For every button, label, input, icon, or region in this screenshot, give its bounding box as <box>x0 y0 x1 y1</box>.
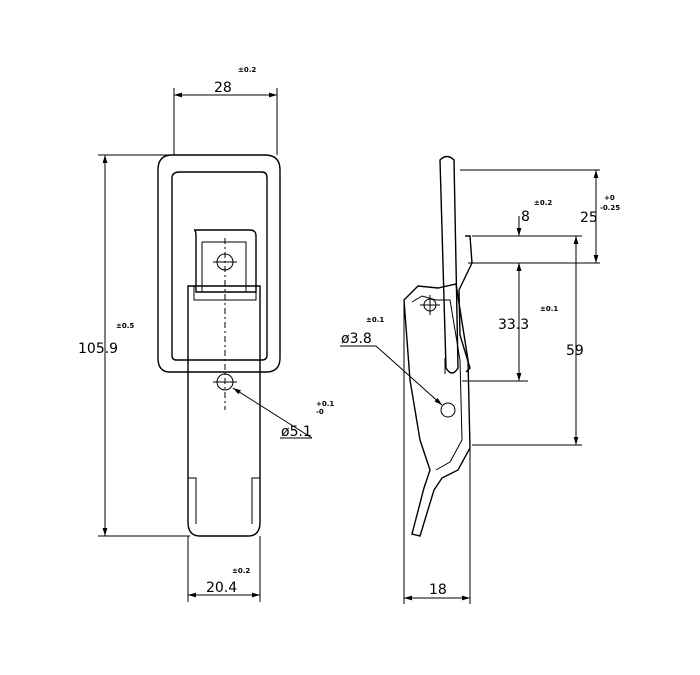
dim-top-width: 28 ±0.2 <box>173 66 278 155</box>
dim-top-offset-value: 25 <box>580 210 598 226</box>
dim-hole-front: ø5.1 +0.1 -0 <box>232 387 334 440</box>
dim-top-width-tol: ±0.2 <box>238 66 256 74</box>
dim-bottom-width: 20.4 ±0.2 <box>187 536 261 602</box>
dim-mid-span-value: 33.3 <box>498 317 529 333</box>
hook-plate-inner <box>201 241 247 292</box>
dim-side-width-value: 18 <box>429 582 447 598</box>
side-view <box>403 155 473 537</box>
dim-height-tol: ±0.5 <box>116 322 134 330</box>
dim-top-offset-tol-minus: -0.25 <box>600 204 620 212</box>
side-hole <box>440 402 456 418</box>
dim-hole-front-tol-plus: +0.1 <box>316 400 334 408</box>
bail-outer <box>157 154 281 373</box>
dim-height-value: 105.9 <box>78 341 118 357</box>
bail-inner <box>171 171 268 361</box>
dim-height: 105.9 ±0.5 <box>78 154 190 537</box>
side-hook <box>458 235 473 373</box>
dim-hole-front-value: ø5.1 <box>281 424 312 440</box>
dim-side-height: 59 <box>472 236 584 446</box>
dim-mid-span: 33.3 ±0.1 <box>462 263 558 382</box>
latch-lip <box>188 286 260 524</box>
dim-small-offset-value: 8 <box>521 209 530 225</box>
side-latch <box>403 283 471 537</box>
dim-top-offset-tol-plus: +0 <box>604 194 615 202</box>
dim-hole-side: ø3.8 ±0.1 <box>340 316 443 406</box>
front-view <box>157 154 281 537</box>
latch-body <box>187 285 261 537</box>
dim-side-height-value: 59 <box>566 343 584 359</box>
dim-hole-side-tol: ±0.1 <box>366 316 384 324</box>
dim-hole-front-tol-minus: -0 <box>316 408 324 416</box>
dim-hole-side-value: ø3.8 <box>341 331 372 347</box>
dim-small-offset: 8 ±0.2 <box>472 199 582 283</box>
side-bail <box>439 155 459 374</box>
dim-top-offset: 25 +0 -0.25 <box>460 169 620 264</box>
dim-small-offset-tol: ±0.2 <box>534 199 552 207</box>
dim-top-width-value: 28 <box>214 80 232 96</box>
dim-bottom-width-value: 20.4 <box>206 580 237 596</box>
dim-bottom-width-tol: ±0.2 <box>232 567 250 575</box>
dim-side-width: 18 <box>403 300 471 604</box>
side-latch-inner <box>411 295 463 471</box>
dim-mid-span-tol: ±0.1 <box>540 305 558 313</box>
